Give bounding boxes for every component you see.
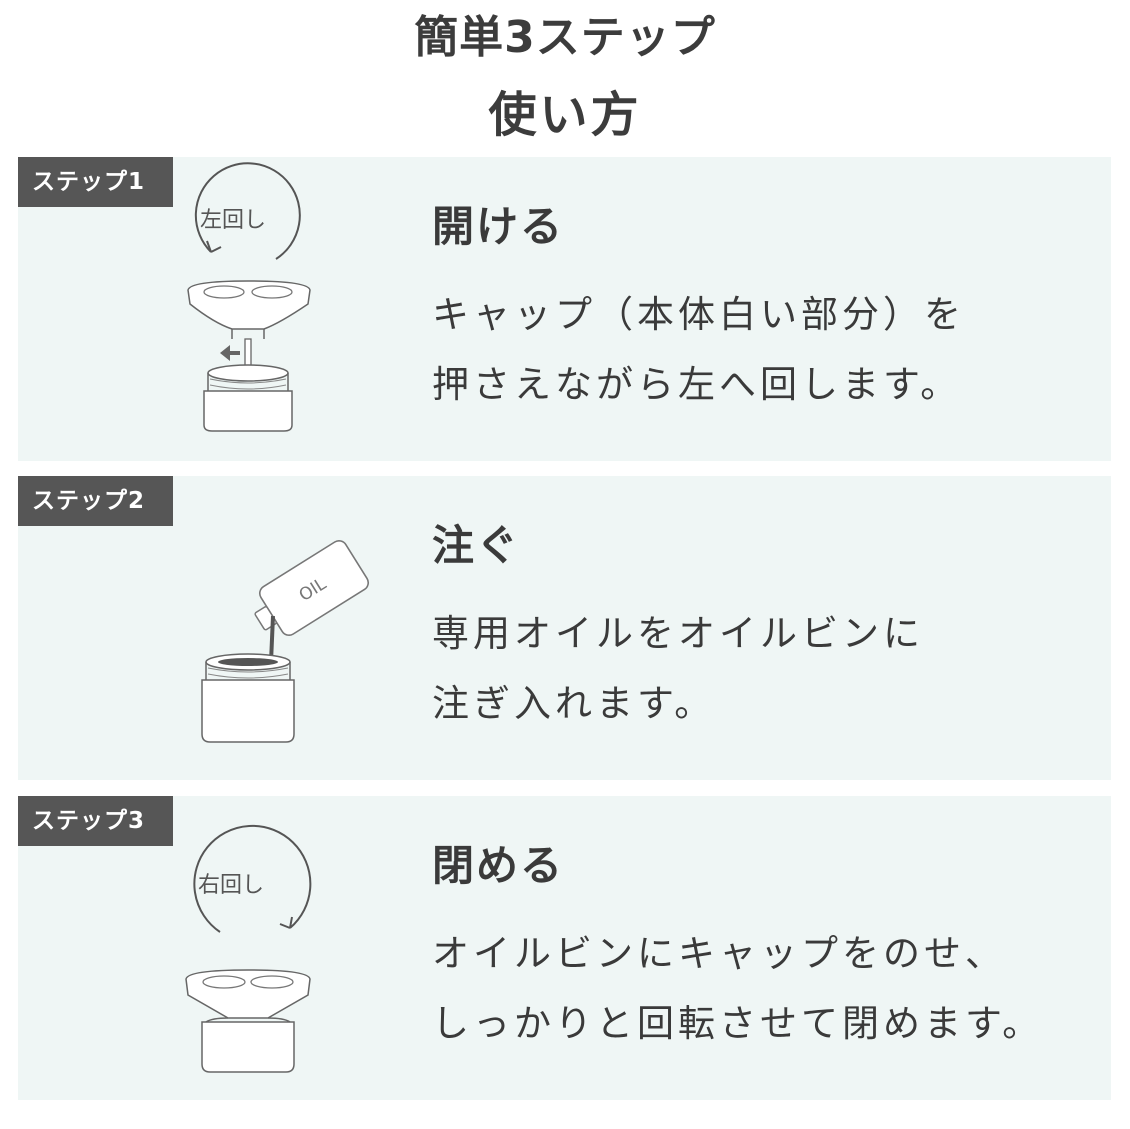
oil-jar-icon (203, 364, 293, 432)
step-1-panel: ステップ1 左回し (18, 157, 1111, 461)
step-2-badge: ステップ2 (18, 476, 173, 526)
step-1-heading: 開ける (432, 202, 565, 251)
pour-oil-illustration: OIL (201, 539, 370, 743)
oil-bottle-icon: OIL (254, 539, 370, 637)
step-2-line-1: 専用オイルをオイルビンに (432, 612, 924, 655)
step-3-heading: 閉める (432, 841, 565, 890)
step-3-line-2: しっかりと回転させて閉めます。 (432, 1002, 1044, 1045)
oil-jar-icon (201, 1017, 295, 1073)
close-cap-illustration: 右回し (185, 824, 312, 1073)
rotation-label: 左回し (200, 208, 266, 233)
rotation-label: 右回し (198, 873, 264, 898)
step-1-description: キャップ（本体白い部分）を 押さえながら左へ回します。 (432, 280, 1102, 420)
step-2-heading: 注ぐ (432, 521, 521, 570)
page-title: 簡単3ステップ (414, 12, 716, 63)
page-subtitle: 使い方 (488, 87, 642, 143)
diffuser-cap-icon (187, 280, 311, 374)
rotate-left-arrow-icon (194, 162, 301, 260)
step-3-illustration: 右回し (168, 796, 388, 1100)
step-2-description: 専用オイルをオイルビンに 注ぎ入れます。 (432, 599, 1102, 739)
diffuser-cap-icon (185, 969, 311, 1019)
oil-jar-icon (201, 653, 295, 743)
step-1-line-2: 押さえながら左へ回します。 (432, 363, 962, 406)
step-1-illustration: 左回し (168, 157, 388, 461)
step-2-panel: ステップ2 OIL 注ぐ 専用オイルをオイルビン (18, 476, 1111, 780)
step-3-line-1: オイルビンにキャップをのせ、 (432, 932, 1006, 975)
rotate-right-arrow-icon (193, 824, 312, 933)
step-1-badge: ステップ1 (18, 157, 173, 207)
step-1-line-1: キャップ（本体白い部分）を (432, 293, 965, 336)
step-3-panel: ステップ3 右回し 閉める オイルビンにキャップをのせ、 しっかりと回転させて閉… (18, 796, 1111, 1100)
step-2-line-2: 注ぎ入れます。 (432, 682, 716, 725)
open-cap-illustration: 左回し (187, 162, 311, 432)
step-3-description: オイルビンにキャップをのせ、 しっかりと回転させて閉めます。 (432, 919, 1102, 1059)
step-3-badge: ステップ3 (18, 796, 173, 846)
step-2-illustration: OIL (168, 476, 388, 780)
